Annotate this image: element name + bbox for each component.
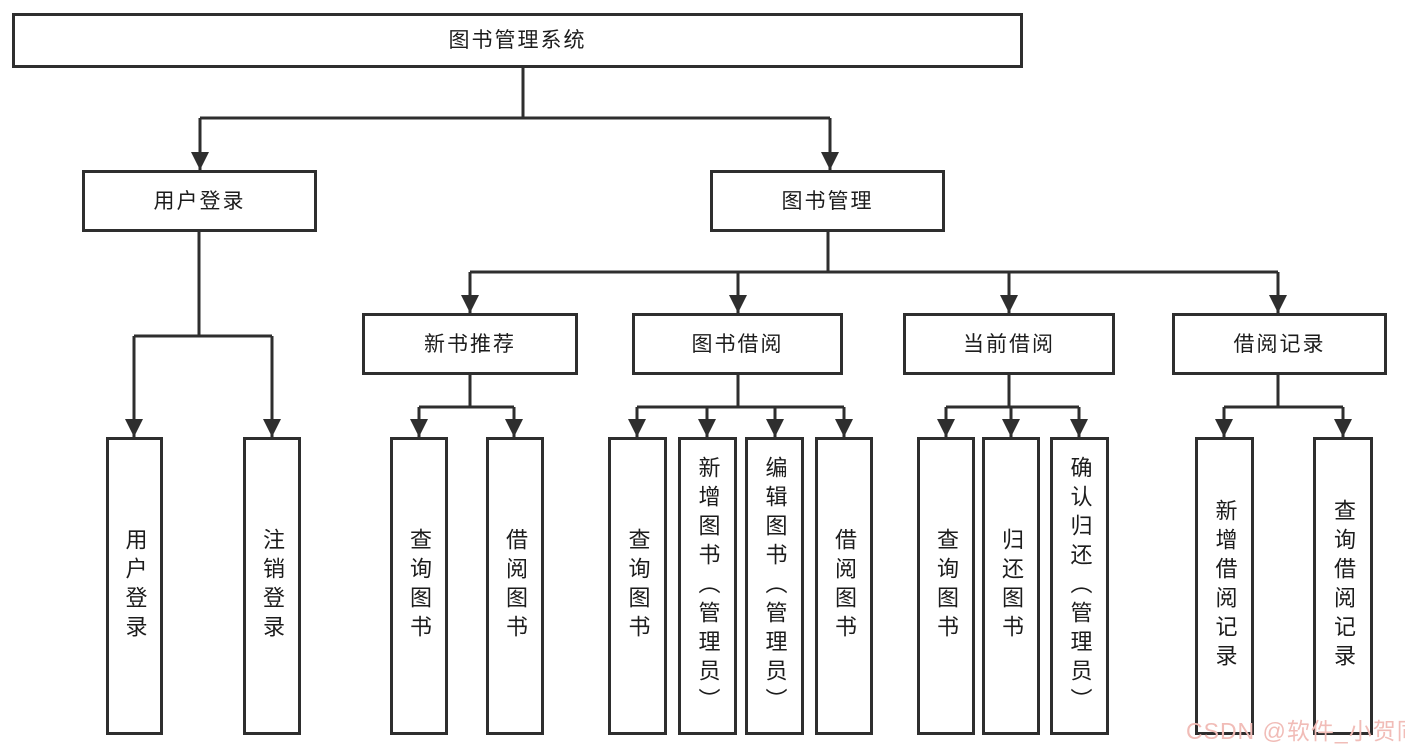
leaf-query-borrow-record: 查询借阅记录 xyxy=(1313,437,1373,735)
leaf-query-books-recommend: 查询图书 xyxy=(390,437,448,735)
leaf-query-books-current: 查询图书 xyxy=(917,437,975,735)
node-new-book-recommend: 新书推荐 xyxy=(362,313,578,375)
leaf-borrow-books: 借阅图书 xyxy=(815,437,873,735)
leaf-return-books: 归还图书 xyxy=(982,437,1040,735)
leaf-borrow-books-recommend: 借阅图书 xyxy=(486,437,544,735)
node-library-management-system: 图书管理系统 xyxy=(12,13,1023,68)
node-book-borrowing: 图书借阅 xyxy=(632,313,843,375)
leaf-confirm-return-admin: 确认归还（管理员） xyxy=(1050,437,1109,735)
leaf-add-borrow-record: 新增借阅记录 xyxy=(1195,437,1254,735)
leaf-logout: 注销登录 xyxy=(243,437,301,735)
node-user-login: 用户登录 xyxy=(82,170,317,232)
leaf-query-books-borrowing: 查询图书 xyxy=(608,437,667,735)
leaf-user-login: 用户登录 xyxy=(106,437,163,735)
node-book-management: 图书管理 xyxy=(710,170,945,232)
node-borrow-records: 借阅记录 xyxy=(1172,313,1387,375)
node-current-borrow: 当前借阅 xyxy=(903,313,1115,375)
leaf-edit-books-admin: 编辑图书（管理员） xyxy=(745,437,804,735)
leaf-add-books-admin: 新增图书（管理员） xyxy=(678,437,737,735)
